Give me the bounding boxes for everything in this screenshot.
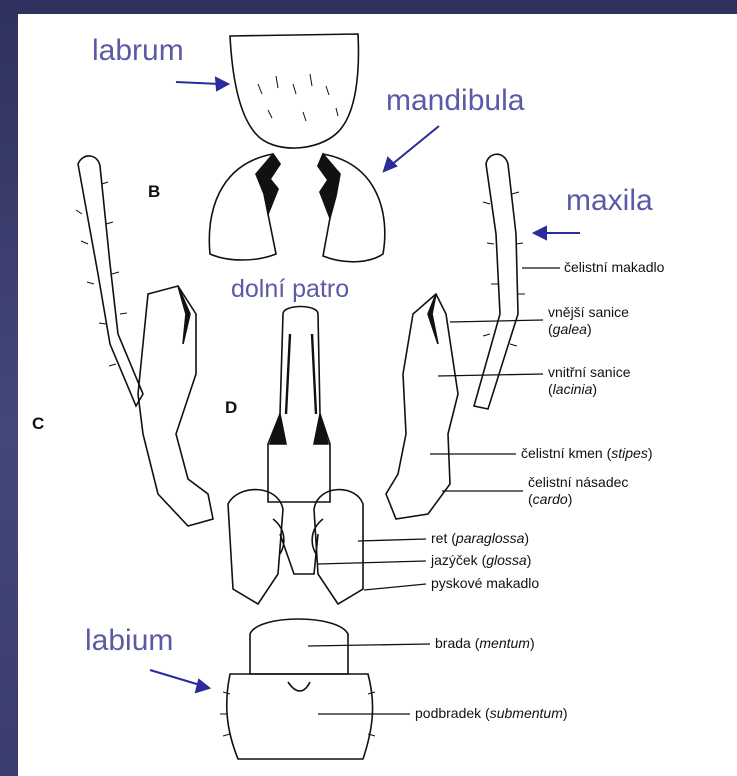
callout-dolni-patro: dolní patro <box>231 277 349 302</box>
insect-mouthparts-figure: B C D labrum mandibula maxila dolní patr… <box>18 14 737 776</box>
labium-palps <box>228 490 363 604</box>
label-celistni-nasadec: čelistní násadec(cardo) <box>528 474 628 508</box>
panel-letter-b: B <box>148 182 160 202</box>
label-vnejsi-sanice: vnější sanice(galea) <box>548 304 629 338</box>
label-vnitrni-sanice: vnitřní sanice(lacinia) <box>548 364 630 398</box>
callout-maxila: maxila <box>566 186 653 216</box>
label-pyskove-makadlo: pyskové makadlo <box>431 575 539 592</box>
label-ret: ret (paraglossa) <box>431 530 529 547</box>
callout-mandibula: mandibula <box>386 86 524 116</box>
maxilla-left-body <box>138 286 213 526</box>
panel-letter-d: D <box>225 398 237 418</box>
label-brada: brada (mentum) <box>435 635 535 652</box>
callout-labium: labium <box>85 626 173 656</box>
labrum-drawing <box>230 34 358 148</box>
label-podbradek: podbradek (submentum) <box>415 705 568 722</box>
maxilla-right-body <box>386 294 458 519</box>
label-celistni-kmen: čelistní kmen (stipes) <box>521 445 653 462</box>
panel-letter-c: C <box>32 414 44 434</box>
label-celistni-makadlo: čelistní makadlo <box>564 259 664 276</box>
label-jazycek: jazýček (glossa) <box>431 552 531 569</box>
hypopharynx-drawing <box>268 307 330 503</box>
maxilla-right-palp <box>474 154 518 409</box>
maxilla-left-palp <box>78 156 143 406</box>
mentum-drawing <box>250 619 348 674</box>
callout-labrum: labrum <box>92 36 184 66</box>
submentum-drawing <box>227 674 373 759</box>
